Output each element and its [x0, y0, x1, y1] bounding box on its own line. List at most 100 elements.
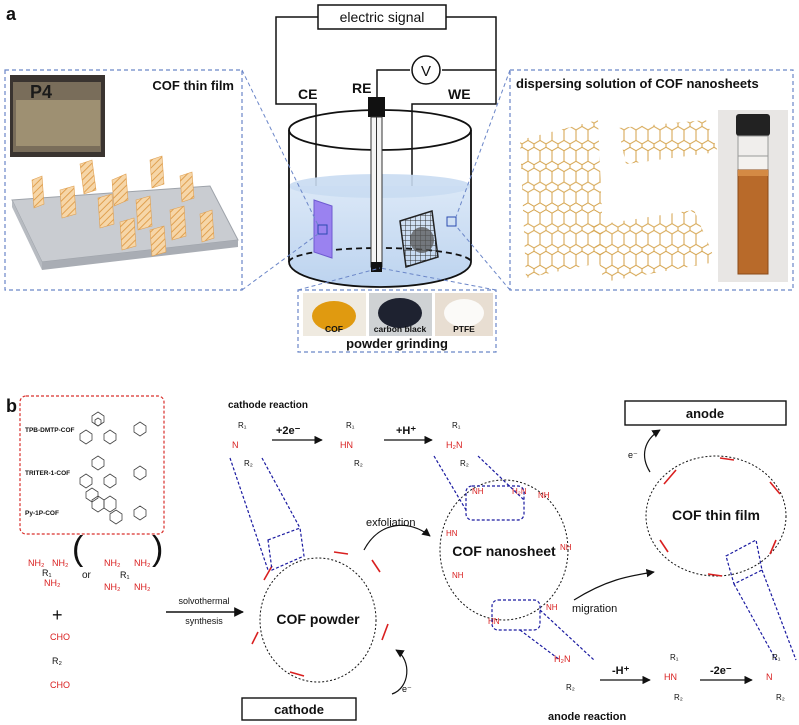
cathode-reaction-scheme: R₁ N R₂ +2e⁻ R₁ HN R₂ +H⁺ R₁ H₂N R₂: [232, 421, 469, 468]
svg-text:R₁: R₁: [238, 421, 247, 430]
synthesis-label-bottom: synthesis: [185, 616, 223, 626]
svg-text:HN: HN: [446, 529, 458, 538]
svg-text:H₂N: H₂N: [446, 440, 463, 450]
cof-legend: TPB-DMTP-COF TRITER-1-COF Py-1P-COF: [19, 395, 165, 535]
anode-box: [624, 400, 787, 426]
nanosheet-dispersion-box: dispersing solution of COF nanosheets: [509, 69, 794, 291]
monomer-cores: R₁ R₁ R₂: [42, 568, 130, 666]
cathode-electron: e⁻: [402, 684, 412, 694]
svg-text:NH: NH: [452, 571, 464, 580]
svg-text:NH: NH: [546, 603, 558, 612]
nanosheet-highlight-top: [465, 485, 525, 521]
svg-text:R₂: R₂: [244, 459, 253, 468]
svg-text:R₁: R₁: [452, 421, 461, 430]
legend-item-tpb-dmtp: TPB-DMTP-COF: [25, 427, 74, 434]
electric-circuit: electric signal V CE RE WE: [275, 4, 497, 215]
nanosheet-lattice-1: [520, 120, 604, 278]
cathode-reaction-label: cathode reaction: [228, 400, 308, 411]
svg-text:NH: NH: [560, 543, 572, 552]
panel-b-label: b: [6, 396, 17, 416]
film-photo-caption: P4: [30, 82, 52, 102]
legend-item-py1p: Py-1P-COF: [25, 510, 59, 517]
cathode-electron-arrow: [391, 649, 408, 695]
electrochemical-cell: [288, 97, 472, 288]
legend-item-triter: TRITER-1-COF: [25, 470, 70, 477]
anode-electron-arrow: [643, 429, 661, 473]
amine-group-4: NH₂: [104, 558, 121, 568]
nanosheet-highlight-bottom: [491, 599, 541, 631]
amine-group-3: NH₂: [44, 578, 61, 588]
svg-text:R₁: R₁: [670, 653, 679, 662]
svg-text:R₂: R₂: [566, 683, 575, 692]
monomers: NH₂ NH₂ NH₂ NH₂ NH₂ NH₂ NH₂ CHO CHO: [28, 558, 151, 690]
paren-close: ): [152, 530, 163, 568]
step-minus-h: -H⁺: [612, 665, 630, 677]
core-r1-alt: R₁: [120, 570, 130, 580]
anode-reaction-label: anode reaction: [548, 711, 627, 723]
nanosheet-lattice-3: [590, 210, 716, 282]
aldehyde-group-1: CHO: [50, 632, 70, 642]
legend-structures: [79, 411, 147, 525]
svg-text:R₂: R₂: [776, 693, 785, 702]
migration-arrow: [573, 568, 655, 601]
monomer-or: or: [82, 570, 92, 581]
svg-text:NH: NH: [538, 491, 550, 500]
step-plus-h: +H⁺: [396, 425, 416, 437]
cathode-label: cathode: [274, 702, 324, 717]
cof-thin-film-box: COF thin film P4: [4, 69, 243, 291]
svg-text:R₁: R₁: [346, 421, 355, 430]
re-label: RE: [352, 80, 371, 96]
cathode-box: [241, 697, 357, 721]
migration-label: migration: [572, 603, 617, 615]
anode-label: anode: [686, 406, 724, 421]
film-highlight: [725, 539, 763, 585]
counter-electrode-film: [313, 199, 333, 259]
cof-flakes: [31, 155, 215, 257]
svg-text:R₁: R₁: [772, 653, 781, 662]
powder-highlight: [267, 527, 305, 571]
powder-grinding-caption: powder grinding: [346, 336, 448, 351]
core-r1: R₁: [42, 568, 52, 578]
amine-group-6: NH₂: [104, 582, 121, 592]
linker-r2: R₂: [52, 656, 62, 666]
svg-text:R₂: R₂: [460, 459, 469, 468]
cof-powder-label: COF powder: [276, 611, 360, 627]
svg-text:HN: HN: [340, 440, 353, 450]
svg-text:R₂: R₂: [674, 693, 683, 702]
powder-label-carbon-black: carbon black: [374, 324, 427, 334]
anode-reaction-scheme: H₂N R₂ -H⁺ R₁ HN R₂ -2e⁻ R₁ N R₂: [554, 653, 785, 702]
ce-label: CE: [298, 86, 317, 102]
svg-text:HN: HN: [488, 617, 500, 626]
voltmeter-icon: [411, 55, 441, 85]
amine-group-1: NH₂: [28, 558, 45, 568]
svg-text:R₂: R₂: [354, 459, 363, 468]
svg-text:HN: HN: [664, 672, 677, 682]
paren-open: (: [72, 530, 84, 568]
powder-label-cof: COF: [325, 324, 343, 334]
amine-group-7: NH₂: [134, 582, 151, 592]
amine-group-2: NH₂: [52, 558, 69, 568]
cof-powder-ring: COF powder: [229, 457, 389, 683]
voltmeter-label: V: [421, 63, 431, 80]
powder-label-ptfe: PTFE: [453, 324, 475, 334]
monomer-plus: +: [52, 605, 63, 625]
nanosheet-lattice-2: [618, 120, 718, 164]
step-minus-2e: -2e⁻: [710, 665, 732, 677]
reference-electrode: [368, 97, 385, 117]
svg-text:NH: NH: [472, 487, 484, 496]
svg-text:N: N: [232, 440, 239, 450]
powder-grinding-box: COF carbon black PTFE powder grinding: [297, 289, 497, 353]
zoom-connectors: [241, 69, 511, 291]
cof-thin-film-label: COF thin film: [672, 507, 760, 523]
we-label: WE: [448, 86, 471, 102]
electric-signal-label: electric signal: [340, 9, 425, 25]
cof-thin-film-ring: COF thin film: [645, 455, 797, 661]
exfoliation-label: exfoliation: [366, 517, 416, 529]
dispersion-title: dispersing solution of COF nanosheets: [516, 76, 759, 91]
amine-group-5: NH₂: [134, 558, 151, 568]
svg-text:N: N: [766, 672, 773, 682]
anode-electron: e⁻: [628, 450, 638, 460]
panel-a-label: a: [6, 4, 17, 24]
